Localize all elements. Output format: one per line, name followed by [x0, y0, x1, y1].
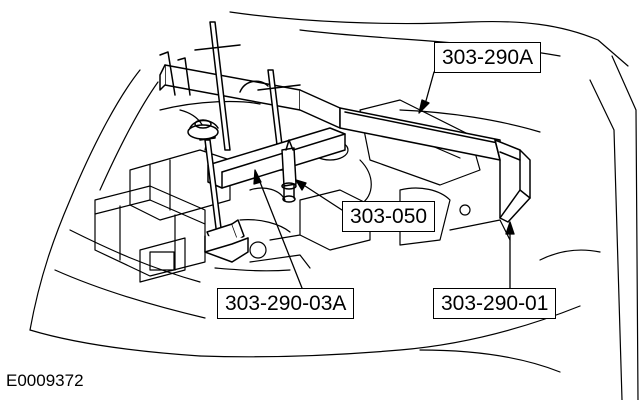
- support-beam: [159, 51, 501, 161]
- callout-crossbar-label: 303-290-03A: [217, 288, 355, 319]
- crossbar-assembly: [199, 127, 346, 189]
- callout-engine-hook-label: 303-050: [342, 201, 436, 232]
- figure-id: E0009372: [6, 371, 84, 390]
- support-leg: [204, 139, 249, 263]
- hand-wheel: [187, 119, 219, 140]
- engine-hook: [281, 139, 297, 203]
- engine-compartment: [94, 99, 511, 283]
- callout-support-beam-label: 303-290A: [434, 42, 542, 73]
- end-bracket: [494, 139, 531, 223]
- vehicle-body-outline: [29, 11, 639, 400]
- callout-end-bracket-label: 303-290-01: [433, 288, 557, 319]
- leader-lines: [253, 71, 515, 289]
